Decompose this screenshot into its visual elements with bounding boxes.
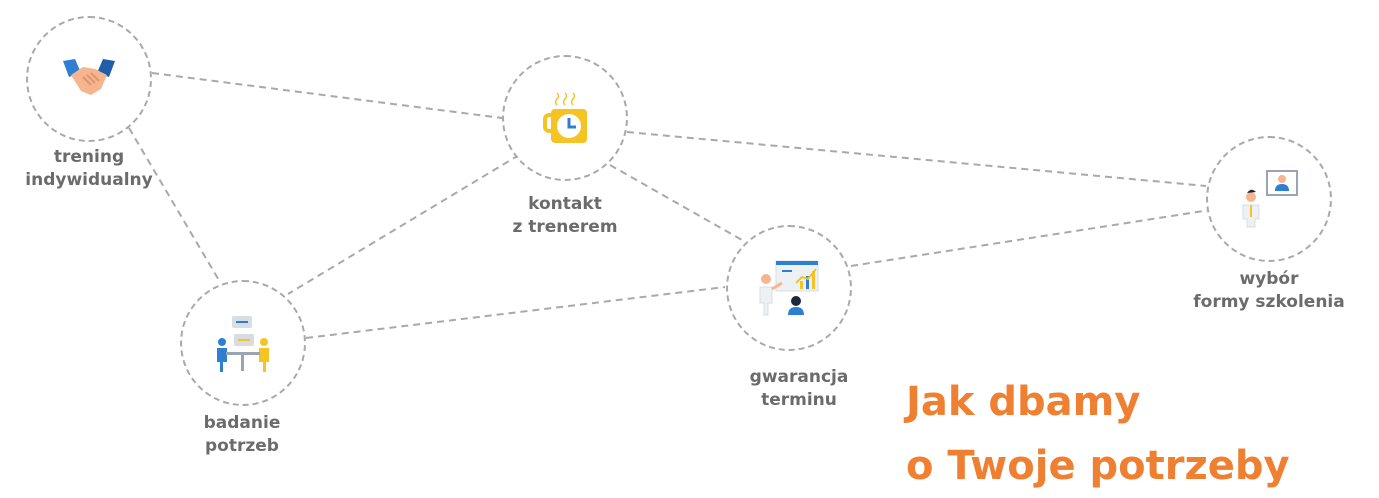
- label-line: kontakt: [528, 194, 602, 214]
- connection-lines: [128, 72, 1211, 339]
- label-line: badanie: [203, 413, 281, 433]
- label-line: terminu: [761, 390, 837, 410]
- link-kontakt-gwarancja: [609, 164, 743, 241]
- link-badanie-gwarancja: [305, 286, 726, 339]
- headline: Jak dbamy o Twoje potrzeby: [906, 370, 1290, 498]
- coffee-clock-icon: [543, 92, 587, 143]
- presentation-chart-icon: [759, 260, 819, 316]
- link-trening-badanie: [128, 127, 221, 283]
- label-line: formy szkolenia: [1193, 292, 1345, 312]
- label-line: potrzeb: [205, 436, 279, 456]
- node-badanie-potrzeb: [180, 280, 306, 406]
- link-trening-kontakt: [151, 72, 503, 119]
- link-kontakt-badanie: [287, 154, 520, 295]
- label-line: indywidualny: [25, 170, 153, 190]
- video-call-icon: [1242, 170, 1298, 228]
- node-wybor-formy-szkolenia: [1206, 136, 1332, 262]
- label-line: wybór: [1239, 269, 1299, 289]
- node-trening-indywidualny: [26, 16, 152, 142]
- node-gwarancja-terminu: [726, 225, 852, 351]
- label-wybor-formy-szkolenia: wybór formy szkolenia: [1193, 268, 1344, 314]
- label-line: trening: [53, 147, 125, 167]
- label-line: gwarancja: [749, 367, 849, 387]
- headline-line-2: o Twoje potrzeby: [906, 443, 1290, 489]
- label-kontakt-z-trenerem: kontakt z trenerem: [512, 193, 617, 239]
- link-gwarancja-wybor: [850, 209, 1211, 267]
- link-kontakt-wybor: [626, 131, 1207, 187]
- meeting-table-icon: [217, 316, 269, 372]
- handshake-icon: [63, 59, 115, 95]
- label-gwarancja-terminu: gwarancja terminu: [750, 366, 849, 412]
- label-line: z trenerem: [512, 217, 618, 237]
- headline-line-1: Jak dbamy: [906, 379, 1141, 425]
- label-trening-indywidualny: trening indywidualny: [25, 146, 152, 192]
- node-kontakt-z-trenerem: [502, 55, 628, 181]
- label-badanie-potrzeb: badanie potrzeb: [204, 412, 281, 458]
